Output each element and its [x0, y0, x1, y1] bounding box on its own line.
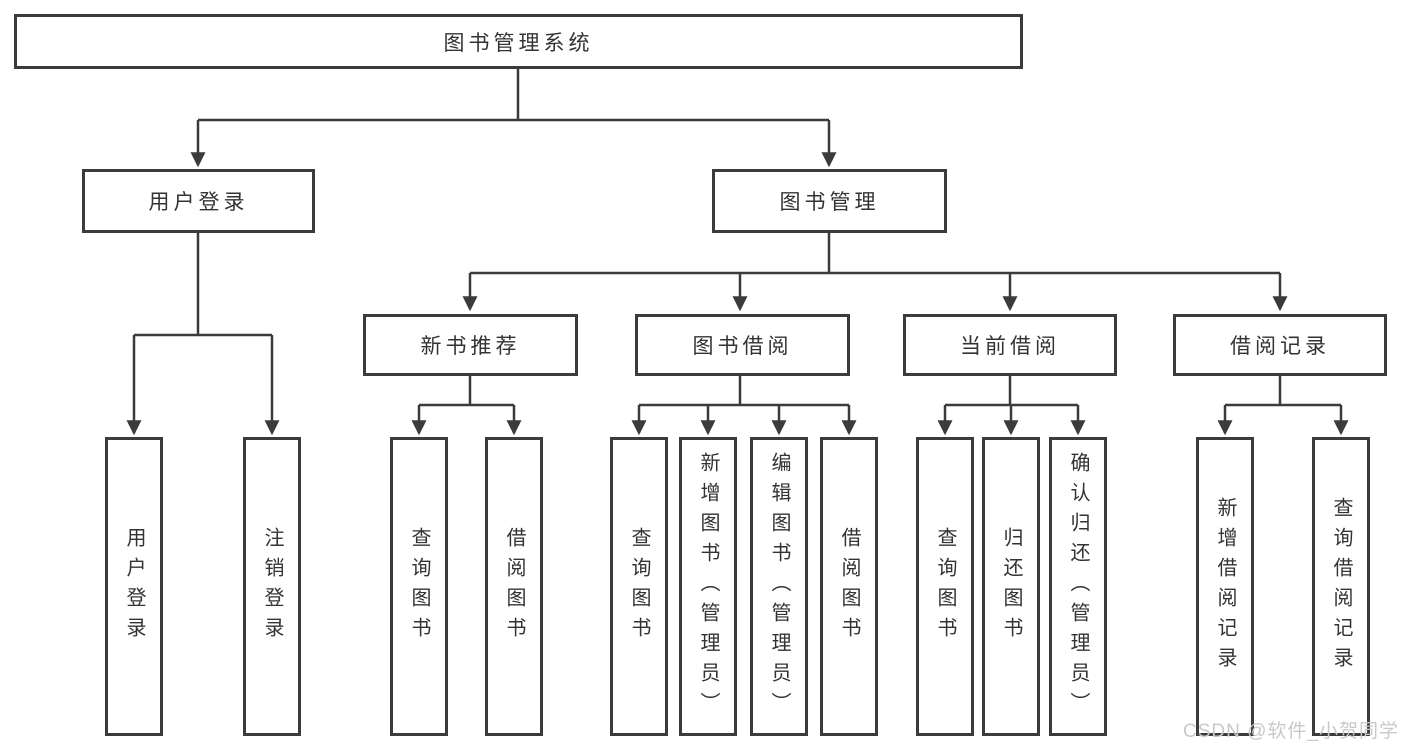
node-label: 新书推荐 [420, 335, 521, 358]
leaf-user-login: 用户登录 [105, 437, 163, 736]
node-label: 查询借阅记录 [1330, 496, 1352, 677]
node-label: 图书管理 [779, 191, 880, 214]
node-label: 确认归还（管理员） [1067, 451, 1089, 722]
node-label: 图书借阅 [692, 335, 793, 358]
node-label: 借阅图书 [503, 526, 525, 647]
node-book-borrowing: 图书借阅 [635, 314, 850, 376]
node-borrowing-records: 借阅记录 [1173, 314, 1387, 376]
leaf-return-books: 归还图书 [982, 437, 1040, 736]
leaf-borrow-books-borrowing: 借阅图书 [820, 437, 878, 736]
node-label: 注销登录 [261, 526, 283, 647]
node-label: 查询图书 [408, 526, 430, 647]
node-label: 当前借阅 [960, 335, 1060, 358]
leaf-edit-books-admin: 编辑图书（管理员） [750, 437, 808, 736]
node-label: 新增图书（管理员） [697, 451, 719, 722]
node-label: 编辑图书（管理员） [768, 451, 790, 722]
leaf-query-books-recommend: 查询图书 [390, 437, 448, 736]
node-label: 用户登录 [123, 526, 145, 647]
leaf-query-borrow-record: 查询借阅记录 [1312, 437, 1370, 736]
leaf-borrow-books-recommend: 借阅图书 [485, 437, 543, 736]
leaf-add-books-admin: 新增图书（管理员） [679, 437, 737, 736]
leaf-add-borrow-record: 新增借阅记录 [1196, 437, 1254, 736]
leaf-confirm-return-admin: 确认归还（管理员） [1049, 437, 1107, 736]
node-label: 用户登录 [148, 191, 249, 214]
node-label: 查询图书 [934, 526, 956, 647]
node-label: 图书管理系统 [443, 31, 594, 55]
node-user-login: 用户登录 [82, 169, 315, 233]
node-label: 查询图书 [628, 526, 650, 647]
node-book-management: 图书管理 [712, 169, 947, 233]
node-label: 归还图书 [1000, 526, 1022, 647]
watermark: CSDN @软件_小贺同学 [1183, 721, 1399, 742]
node-library-management-system: 图书管理系统 [14, 14, 1023, 69]
leaf-query-books-current: 查询图书 [916, 437, 974, 736]
node-label: 新增借阅记录 [1214, 496, 1236, 677]
node-current-borrowing: 当前借阅 [903, 314, 1117, 376]
leaf-query-books-borrowing: 查询图书 [610, 437, 668, 736]
node-new-book-recommend: 新书推荐 [363, 314, 578, 376]
leaf-logout: 注销登录 [243, 437, 301, 736]
node-label: 借阅图书 [838, 526, 860, 647]
node-label: 借阅记录 [1230, 335, 1330, 358]
